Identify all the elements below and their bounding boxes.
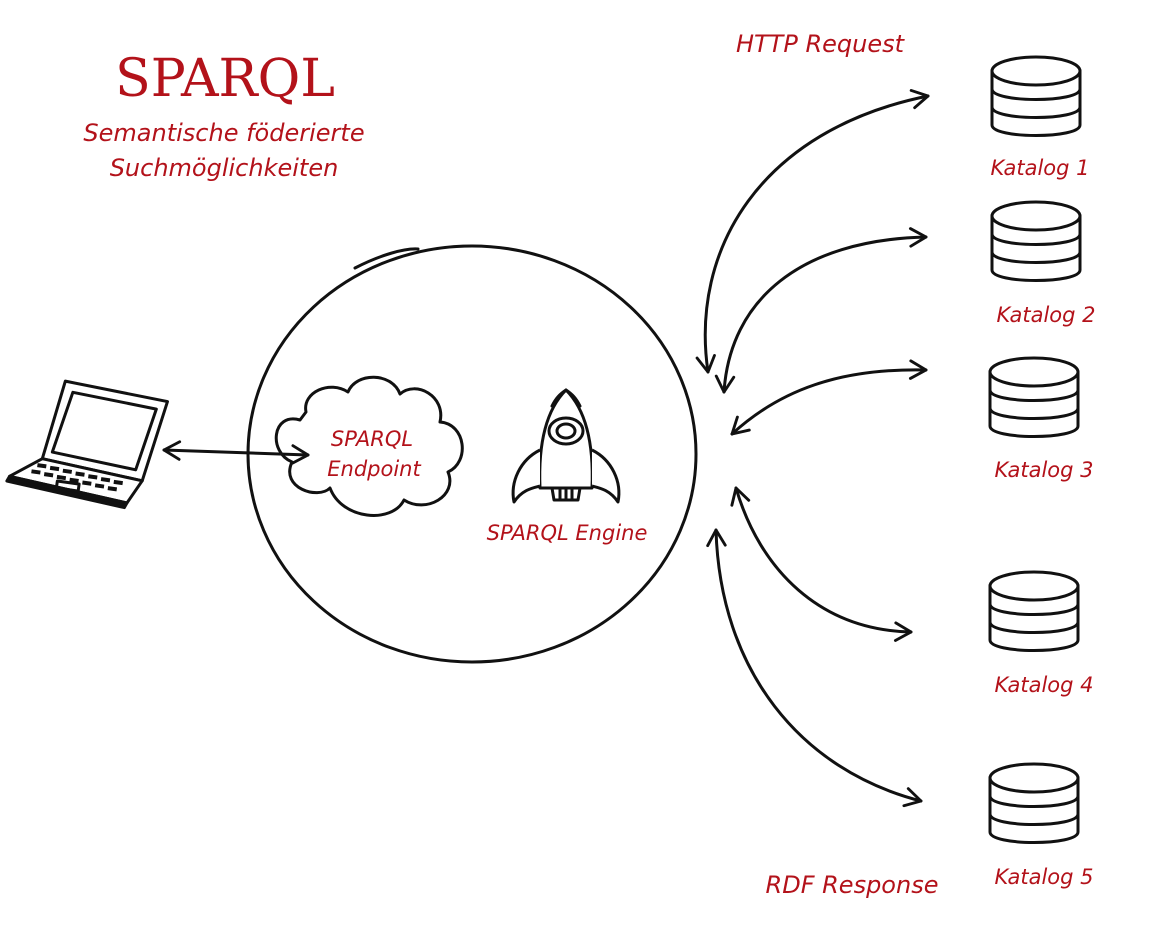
rdf-response-label: RDF Response xyxy=(766,871,939,899)
laptop-endpoint-arrow xyxy=(162,440,310,465)
catalog-4: Katalog 4 xyxy=(988,570,1094,697)
arrow-catalog-1 xyxy=(695,89,930,374)
database-icon xyxy=(988,762,1080,844)
catalog-5: Katalog 5 xyxy=(988,762,1094,889)
diagram-title: SPARQL xyxy=(115,49,335,109)
subtitle-line-1: Semantische föderierte xyxy=(83,119,364,147)
engine-label: SPARQL Engine xyxy=(487,521,648,545)
arrow-catalog-5 xyxy=(706,528,923,808)
catalog-label: Katalog 4 xyxy=(994,673,1093,697)
rocket-icon xyxy=(511,388,621,504)
cloud-icon xyxy=(274,375,464,517)
endpoint-label-line-2: Endpoint xyxy=(327,457,421,481)
catalog-2: Katalog 2 xyxy=(990,200,1096,327)
arrow-catalog-4 xyxy=(730,486,913,642)
database-icon xyxy=(990,200,1082,282)
endpoint-label-line-1: SPARQL xyxy=(331,427,413,451)
subtitle-line-2: Suchmöglichkeiten xyxy=(110,154,339,182)
catalog-3: Katalog 3 xyxy=(988,356,1094,482)
sparql-engine-boundary-circle xyxy=(246,244,698,664)
arrow-catalog-2 xyxy=(714,227,928,394)
database-icon xyxy=(988,356,1080,438)
catalog-label: Katalog 2 xyxy=(996,303,1095,327)
database-icon xyxy=(988,570,1080,652)
catalog-label: Katalog 5 xyxy=(994,865,1093,889)
http-request-label: HTTP Request xyxy=(736,30,906,58)
catalog-label: Katalog 1 xyxy=(990,156,1089,180)
catalog-1: Katalog 1 xyxy=(990,55,1090,180)
catalog-label: Katalog 3 xyxy=(994,458,1093,482)
arrow-catalog-3 xyxy=(730,359,928,436)
catalog-arrows xyxy=(695,89,930,808)
laptop-icon xyxy=(5,379,169,510)
database-icon xyxy=(990,55,1082,137)
